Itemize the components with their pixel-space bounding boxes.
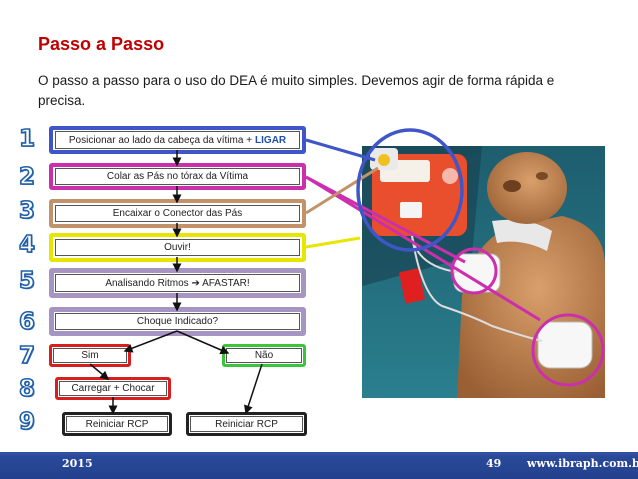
step2-box: Colar as Pás no tórax da Vítima [55, 168, 300, 185]
halo-sim [49, 344, 131, 367]
sim-label: Sim [81, 350, 99, 361]
step1-label: Posicionar ao lado da cabeça da vítima + [68, 134, 253, 146]
carregar-label: Carregar + Chocar [71, 383, 155, 394]
step-number-8: 8 [18, 375, 36, 403]
footer-year: 2015 [62, 457, 93, 470]
step6-label: Choque Indicado? [136, 316, 219, 327]
footer-url: www.ibraph.com.br [527, 457, 638, 470]
step-number-7: 7 [18, 342, 36, 370]
reiniciar-right-box: Reiniciar RCP [190, 416, 303, 432]
pad-highlight-circle-lower [531, 313, 605, 387]
footer-bar [0, 452, 638, 479]
halo-nao [222, 344, 306, 367]
reiniciar-left-box: Reiniciar RCP [66, 416, 168, 432]
step1-box: Posicionar ao lado da cabeça da vítima +… [55, 131, 300, 149]
ligar-label: LIGAR [255, 134, 287, 146]
step-number-2: 2 [18, 163, 36, 191]
step-number-1: 1 [18, 125, 36, 153]
step4-label: Ouvir! [164, 242, 191, 253]
footer-page-number: 49 [486, 457, 502, 470]
step3-label: Encaixar o Conector das Pás [112, 208, 243, 219]
callout-line-step1 [305, 138, 376, 162]
slide-title: Passo a Passo [38, 34, 165, 54]
callout-line-step2-b [305, 175, 466, 264]
step6-box: Choque Indicado? [55, 313, 300, 330]
sim-box: Sim [53, 348, 127, 363]
aed-highlight-circle [356, 128, 464, 252]
step4-box: Ouvir! [55, 239, 300, 256]
step3-box: Encaixar o Conector das Pás [55, 205, 300, 222]
callout-line-step3 [305, 166, 379, 215]
step2-label: Colar as Pás no tórax da Vítima [106, 171, 249, 182]
step-number-5: 5 [18, 267, 36, 295]
step-number-3: 3 [18, 197, 36, 225]
reiniciar-left-label: Reiniciar RCP [85, 418, 149, 430]
nao-label: Não [254, 350, 274, 361]
step5-box: Analisando Ritmos ➔ AFASTAR! [55, 274, 300, 292]
step-number-6: 6 [18, 308, 36, 336]
step-number-4: 4 [18, 231, 36, 259]
nao-box: Não [226, 348, 302, 363]
pad-highlight-circle-upper [450, 247, 498, 295]
carregar-box: Carregar + Chocar [59, 381, 167, 396]
reiniciar-right-label: Reiniciar RCP [215, 418, 278, 430]
intro-text: O passo a passo para o uso do DEA é muit… [38, 73, 555, 108]
step5-label: Analisando Ritmos ➔ AFASTAR! [105, 277, 250, 289]
callout-line-step4 [305, 236, 361, 249]
step-number-9: 9 [18, 408, 36, 436]
